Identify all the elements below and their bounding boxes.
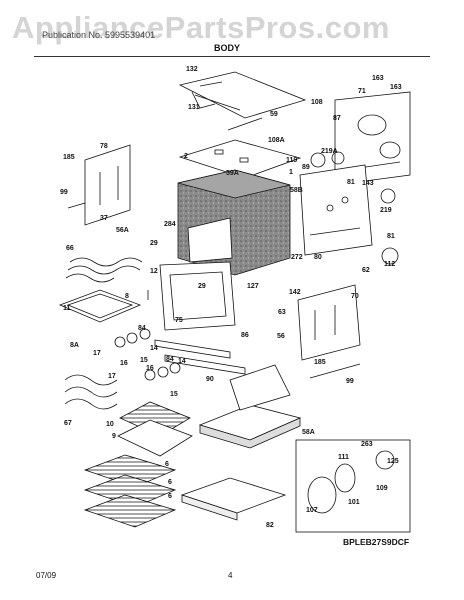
callout: 89 [302, 164, 310, 171]
callout: 219 [380, 207, 392, 214]
callout-labels: 132 131 163 71 163 108 59 87 185 78 2 10… [60, 66, 402, 529]
insulated-oven-cavity [177, 169, 291, 276]
callout: 132 [186, 66, 198, 73]
callout: 16 [146, 365, 154, 372]
callout: 58B [290, 187, 303, 194]
callout: 11 [63, 305, 71, 312]
rear-panel [334, 91, 411, 186]
callout: 108A [268, 137, 285, 144]
knob-assembly [114, 328, 181, 381]
drip-pan [58, 289, 142, 323]
callout: 101 [348, 499, 360, 506]
callout: 58A [302, 429, 315, 436]
callout: 84 [166, 356, 174, 363]
callout: 86 [241, 332, 249, 339]
callout: 163 [372, 75, 384, 82]
callout: 70 [351, 293, 359, 300]
callout: 6 [168, 479, 172, 486]
callout: 14 [150, 345, 158, 352]
broil-element [64, 374, 118, 410]
callout: 29 [198, 283, 206, 290]
callout: 108 [311, 99, 323, 106]
callout: 15 [170, 391, 178, 398]
callout: 62 [362, 267, 370, 274]
callout: 109 [376, 485, 388, 492]
section-title: BODY [214, 43, 241, 53]
callout: 15 [140, 357, 148, 364]
callout: 8 [125, 293, 129, 300]
callout: 56 [277, 333, 285, 340]
callout: 163 [390, 84, 402, 91]
callout: 63 [278, 309, 286, 316]
callout: 131 [188, 104, 200, 111]
callout: 59A [226, 170, 239, 177]
callout: 14 [178, 358, 186, 365]
callout: 59 [270, 111, 278, 118]
publication-number: Publication No. 5995539401 [42, 30, 156, 40]
convection-fan-inset [295, 439, 411, 533]
callout: 185 [63, 154, 75, 161]
page-header: AppliancePartsPros.com Publication No. 5… [0, 0, 464, 60]
callout: 1 [289, 169, 293, 176]
callout: 78 [100, 143, 108, 150]
callout: 17 [108, 373, 116, 380]
page-number: 4 [228, 571, 233, 580]
callout: 56A [116, 227, 129, 234]
bake-element [65, 257, 143, 283]
callout: 2 [184, 153, 188, 160]
door-frame [147, 261, 236, 331]
callout: 81 [347, 179, 355, 186]
callout: 142 [289, 289, 301, 296]
callout: 263 [361, 441, 373, 448]
callout: 112 [384, 261, 395, 268]
callout: 84 [138, 325, 146, 332]
callout: 107 [306, 507, 318, 514]
top-vent-panel [178, 71, 307, 119]
bottom-tray [180, 477, 287, 521]
callout: 71 [358, 88, 366, 95]
callout: 8A [70, 342, 79, 349]
right-side-panel [297, 284, 361, 379]
trim-strip [154, 339, 246, 375]
callout: 272 [291, 254, 303, 261]
callout: 82 [266, 522, 274, 529]
callout: 75 [175, 317, 183, 324]
callout: 143 [362, 180, 374, 187]
callout: 87 [333, 115, 341, 122]
callout: 81 [387, 233, 395, 240]
callout: 119 [286, 157, 297, 164]
callout: 16 [120, 360, 128, 367]
callout: 185 [314, 359, 326, 366]
model-number: BPLEB27S9DCF [343, 537, 410, 547]
footer-date: 07/09 [36, 571, 57, 580]
broiler-pan [117, 401, 193, 457]
callout: 80 [314, 254, 322, 261]
bottom-panel [198, 364, 302, 449]
callout: 284 [164, 221, 176, 228]
watermark-text: AppliancePartsPros.com [12, 10, 390, 45]
callout: 90 [206, 376, 214, 383]
header-rule [34, 56, 430, 57]
callout: 6 [168, 493, 172, 500]
left-side-panel [67, 144, 131, 226]
callout: 12 [150, 268, 158, 275]
oven-racks [83, 454, 177, 528]
callout: 67 [64, 420, 72, 427]
callout: 111 [338, 454, 349, 461]
callout: 219A [321, 148, 338, 155]
control-board-bracket [299, 151, 399, 265]
callout: 29 [150, 240, 158, 247]
callout: 125 [387, 458, 399, 465]
callout: 127 [247, 283, 259, 290]
callout: 17 [93, 350, 101, 357]
callout: 99 [60, 189, 68, 196]
callout: 10 [106, 421, 114, 428]
callout: 99 [346, 378, 354, 385]
callout: 6 [165, 461, 169, 468]
callout: 9 [112, 433, 116, 440]
top-panel [178, 117, 302, 179]
callout: 66 [66, 245, 74, 252]
callout: 37 [100, 215, 108, 222]
